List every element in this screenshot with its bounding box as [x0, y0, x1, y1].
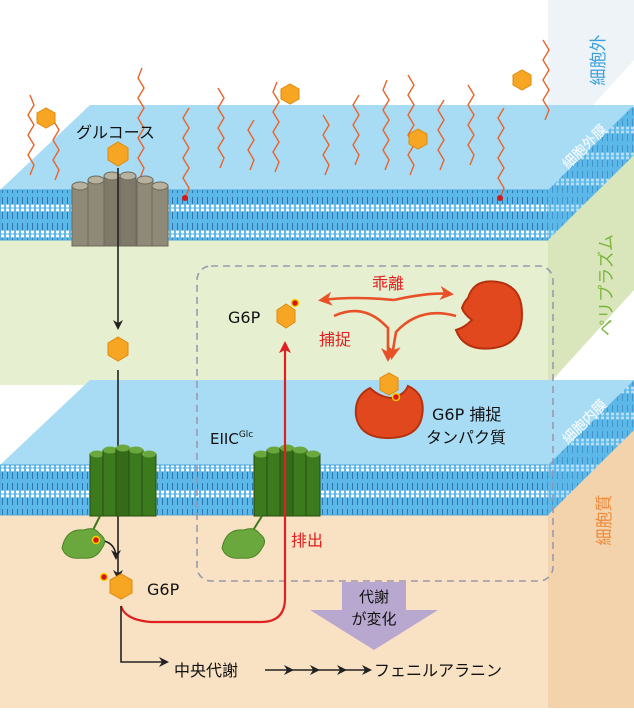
eiic-label: EIICGlc [210, 430, 253, 448]
phosphate-eiib [91, 535, 101, 545]
g6p-periplasm-molecule [276, 298, 300, 329]
eiic-transporter-left [89, 444, 157, 517]
metabolic-change-label-line2: が変化 [351, 610, 396, 628]
phenylalanine-label: フェニルアラニン [374, 661, 502, 680]
capture-protein-open [454, 280, 524, 350]
glucose-label: グルコース [76, 123, 155, 142]
metabolic-change-arrow [310, 582, 438, 650]
region-label-cytoplasm: 細胞質 [595, 495, 615, 546]
export-label: 排出 [291, 531, 323, 550]
glucose-molecules [36, 69, 532, 167]
region-label-extracellular: 細胞外 [589, 35, 609, 86]
lps-chains [27, 39, 550, 199]
porin [71, 171, 169, 247]
eiic-label-superscript: Glc [239, 430, 253, 440]
eiib-right [221, 515, 266, 559]
region-label-periplasm: ペリプラズム [597, 234, 617, 336]
eiib-left [61, 515, 106, 559]
glucose-periplasm [107, 336, 129, 362]
eiic-transporter-right [253, 444, 321, 517]
dissociation-label: 乖離 [372, 274, 404, 293]
g6p-cytoplasm-molecule [99, 572, 133, 600]
central-metabolism-label: 中央代謝 [174, 661, 238, 680]
lps-anchor-dots [182, 195, 503, 201]
capture-label: 捕捉 [319, 330, 351, 349]
eiic-label-main: EIIC [210, 430, 239, 448]
periplasm-region [0, 145, 634, 385]
capture-protein-bound [354, 372, 424, 440]
capture-protein-label-line1: G6P 捕捉 [432, 405, 501, 424]
g6p-periplasm-label: G6P [228, 308, 261, 327]
g6p-cytoplasm-label: G6P [147, 580, 180, 599]
metabolic-change-label-line1: 代謝 [359, 588, 389, 606]
capture-protein-label-line2: タンパク質 [426, 428, 506, 447]
dissociation-arrows [318, 286, 457, 362]
metabolism-path [120, 606, 372, 675]
capture-system-box [196, 265, 554, 582]
export-path [119, 341, 291, 624]
